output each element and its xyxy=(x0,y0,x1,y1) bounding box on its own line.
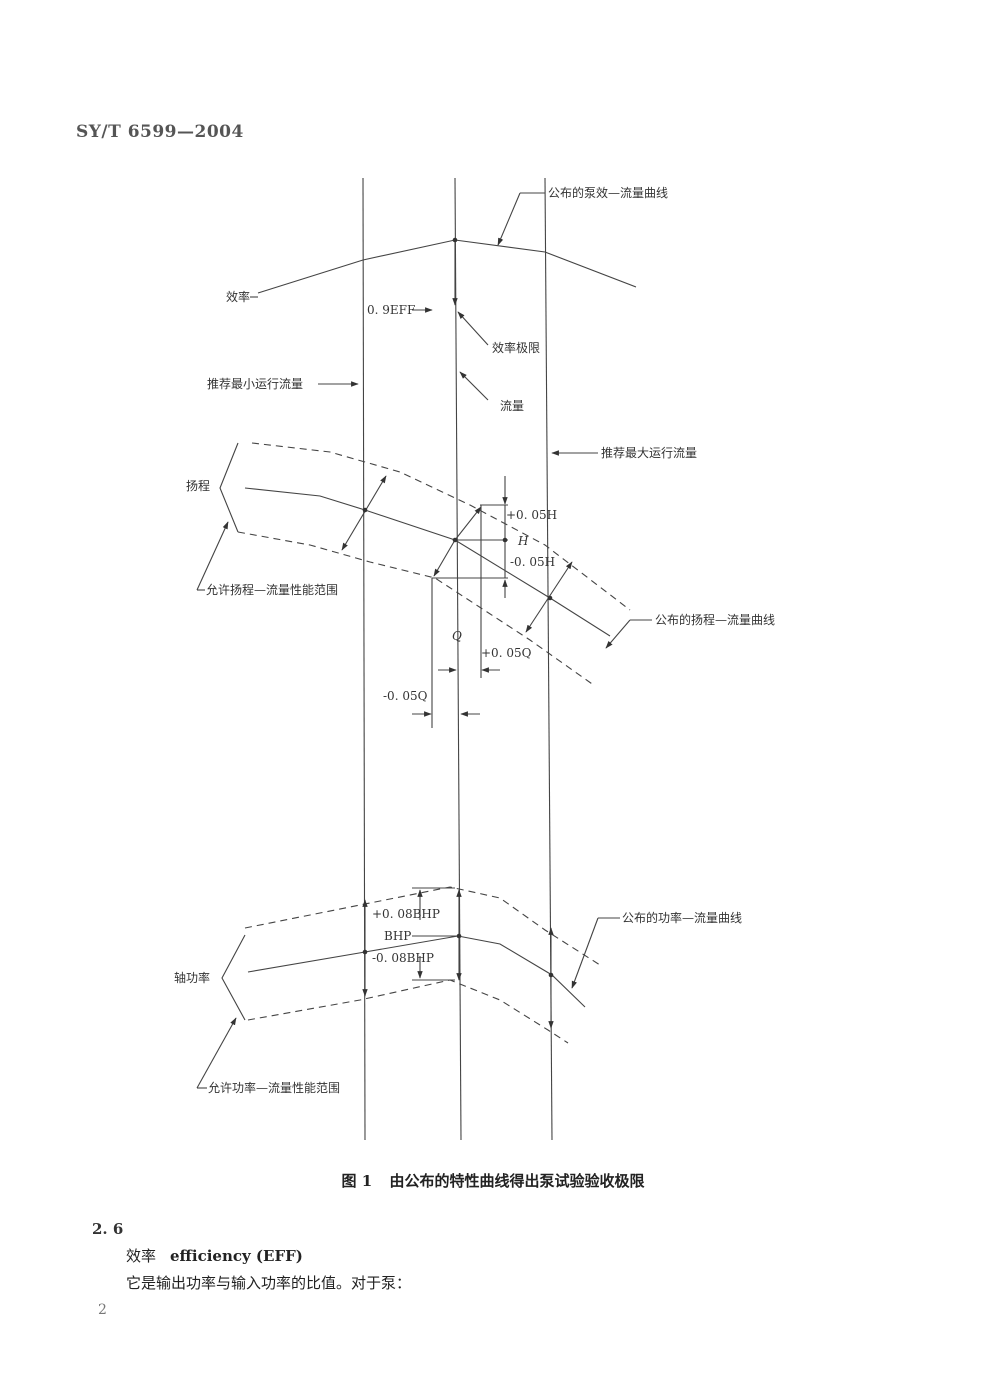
head-bracket xyxy=(219,442,239,533)
eff-curve-leader-arrow xyxy=(497,192,521,246)
efficiency-label: 效率 xyxy=(226,289,250,304)
head-min-point xyxy=(362,507,368,513)
pump-characteristic-figure: 公布的泵效—流量曲线 效率 0. 9EFF 效率极限 推荐最小运行流量 流量 推… xyxy=(174,177,775,1141)
head-curve-label: 公布的扬程—流量曲线 xyxy=(655,612,775,627)
diag-down-arrow xyxy=(433,539,456,577)
power-max-point xyxy=(548,972,554,978)
head-lower-band xyxy=(237,531,596,687)
power-upper-band xyxy=(244,886,601,966)
head-range-label: 允许扬程—流量性能范围 xyxy=(206,582,338,597)
minus-008BHP-label: -0. 08BHP xyxy=(372,951,434,965)
head-label: 扬程 xyxy=(186,478,210,493)
figure-number: 图 1 xyxy=(341,1172,373,1190)
minus-005H-label: -0. 05H xyxy=(510,555,555,569)
max-flow-label: 推荐最大运行流量 xyxy=(601,446,697,460)
eff-rated-point xyxy=(452,237,458,243)
flow-leader xyxy=(459,371,489,401)
term-en: efficiency (EFF) xyxy=(170,1247,303,1265)
flow-label: 流量 xyxy=(500,399,524,413)
section-number: 2. 6 xyxy=(92,1220,124,1238)
rated-flow-line xyxy=(454,177,462,1141)
shaft-power-label: 轴功率 xyxy=(174,970,210,985)
figure-title: 由公布的特性曲线得出泵试验验收极限 xyxy=(389,1172,645,1190)
eff-limit-label: 效率极限 xyxy=(492,340,540,355)
term-zh: 效率 xyxy=(126,1247,157,1265)
power-curve xyxy=(247,935,586,1008)
power-curve-label: 公布的功率—流量曲线 xyxy=(622,910,742,925)
power-range-label: 允许功率—流量性能范围 xyxy=(208,1080,340,1095)
power-range-leader-arrow xyxy=(196,1017,237,1089)
power-lower-band xyxy=(247,979,569,1044)
H-label: H xyxy=(517,534,529,548)
head-rated-point xyxy=(452,537,458,543)
power-rated-point xyxy=(456,933,462,939)
head-upper-band xyxy=(251,442,631,611)
eff-curve-label: 公布的泵效—流量曲线 xyxy=(548,185,668,200)
head-H-point xyxy=(502,537,508,543)
diag-up-arrow xyxy=(454,506,482,541)
power-curve-leader-arrow xyxy=(571,917,599,989)
plus-005H-label: +0. 05H xyxy=(506,508,557,522)
plus-008BHP-label: +0. 08BHP xyxy=(372,907,440,921)
min-flow-label: 推荐最小运行流量 xyxy=(207,377,303,391)
efficiency-curve xyxy=(257,239,637,294)
BHP-label: BHP xyxy=(384,929,411,943)
eff09-label: 0. 9EFF xyxy=(367,303,415,317)
head-max-point xyxy=(547,595,553,601)
page-number: 2 xyxy=(98,1302,107,1318)
minus-005Q-label: -0. 05Q xyxy=(383,689,428,703)
plus-005Q-label: +0. 05Q xyxy=(481,646,532,660)
definition-text: 它是输出功率与输入功率的比值。对于泵： xyxy=(126,1274,412,1292)
figure-caption: 图 1 由公布的特性曲线得出泵试验验收极限 xyxy=(0,1170,986,1191)
eff-limit-leader xyxy=(457,311,489,346)
standard-code: SY/T 6599—2004 xyxy=(76,122,244,142)
power-bracket xyxy=(221,934,246,1021)
head-band-arrow-left xyxy=(341,475,387,551)
head-range-leader-arrow xyxy=(196,521,229,591)
power-min-point xyxy=(362,949,368,955)
term-line: 效率 efficiency (EFF) xyxy=(126,1245,303,1266)
Q-label: Q xyxy=(452,629,462,643)
head-curve-leader-arrow xyxy=(605,619,631,649)
